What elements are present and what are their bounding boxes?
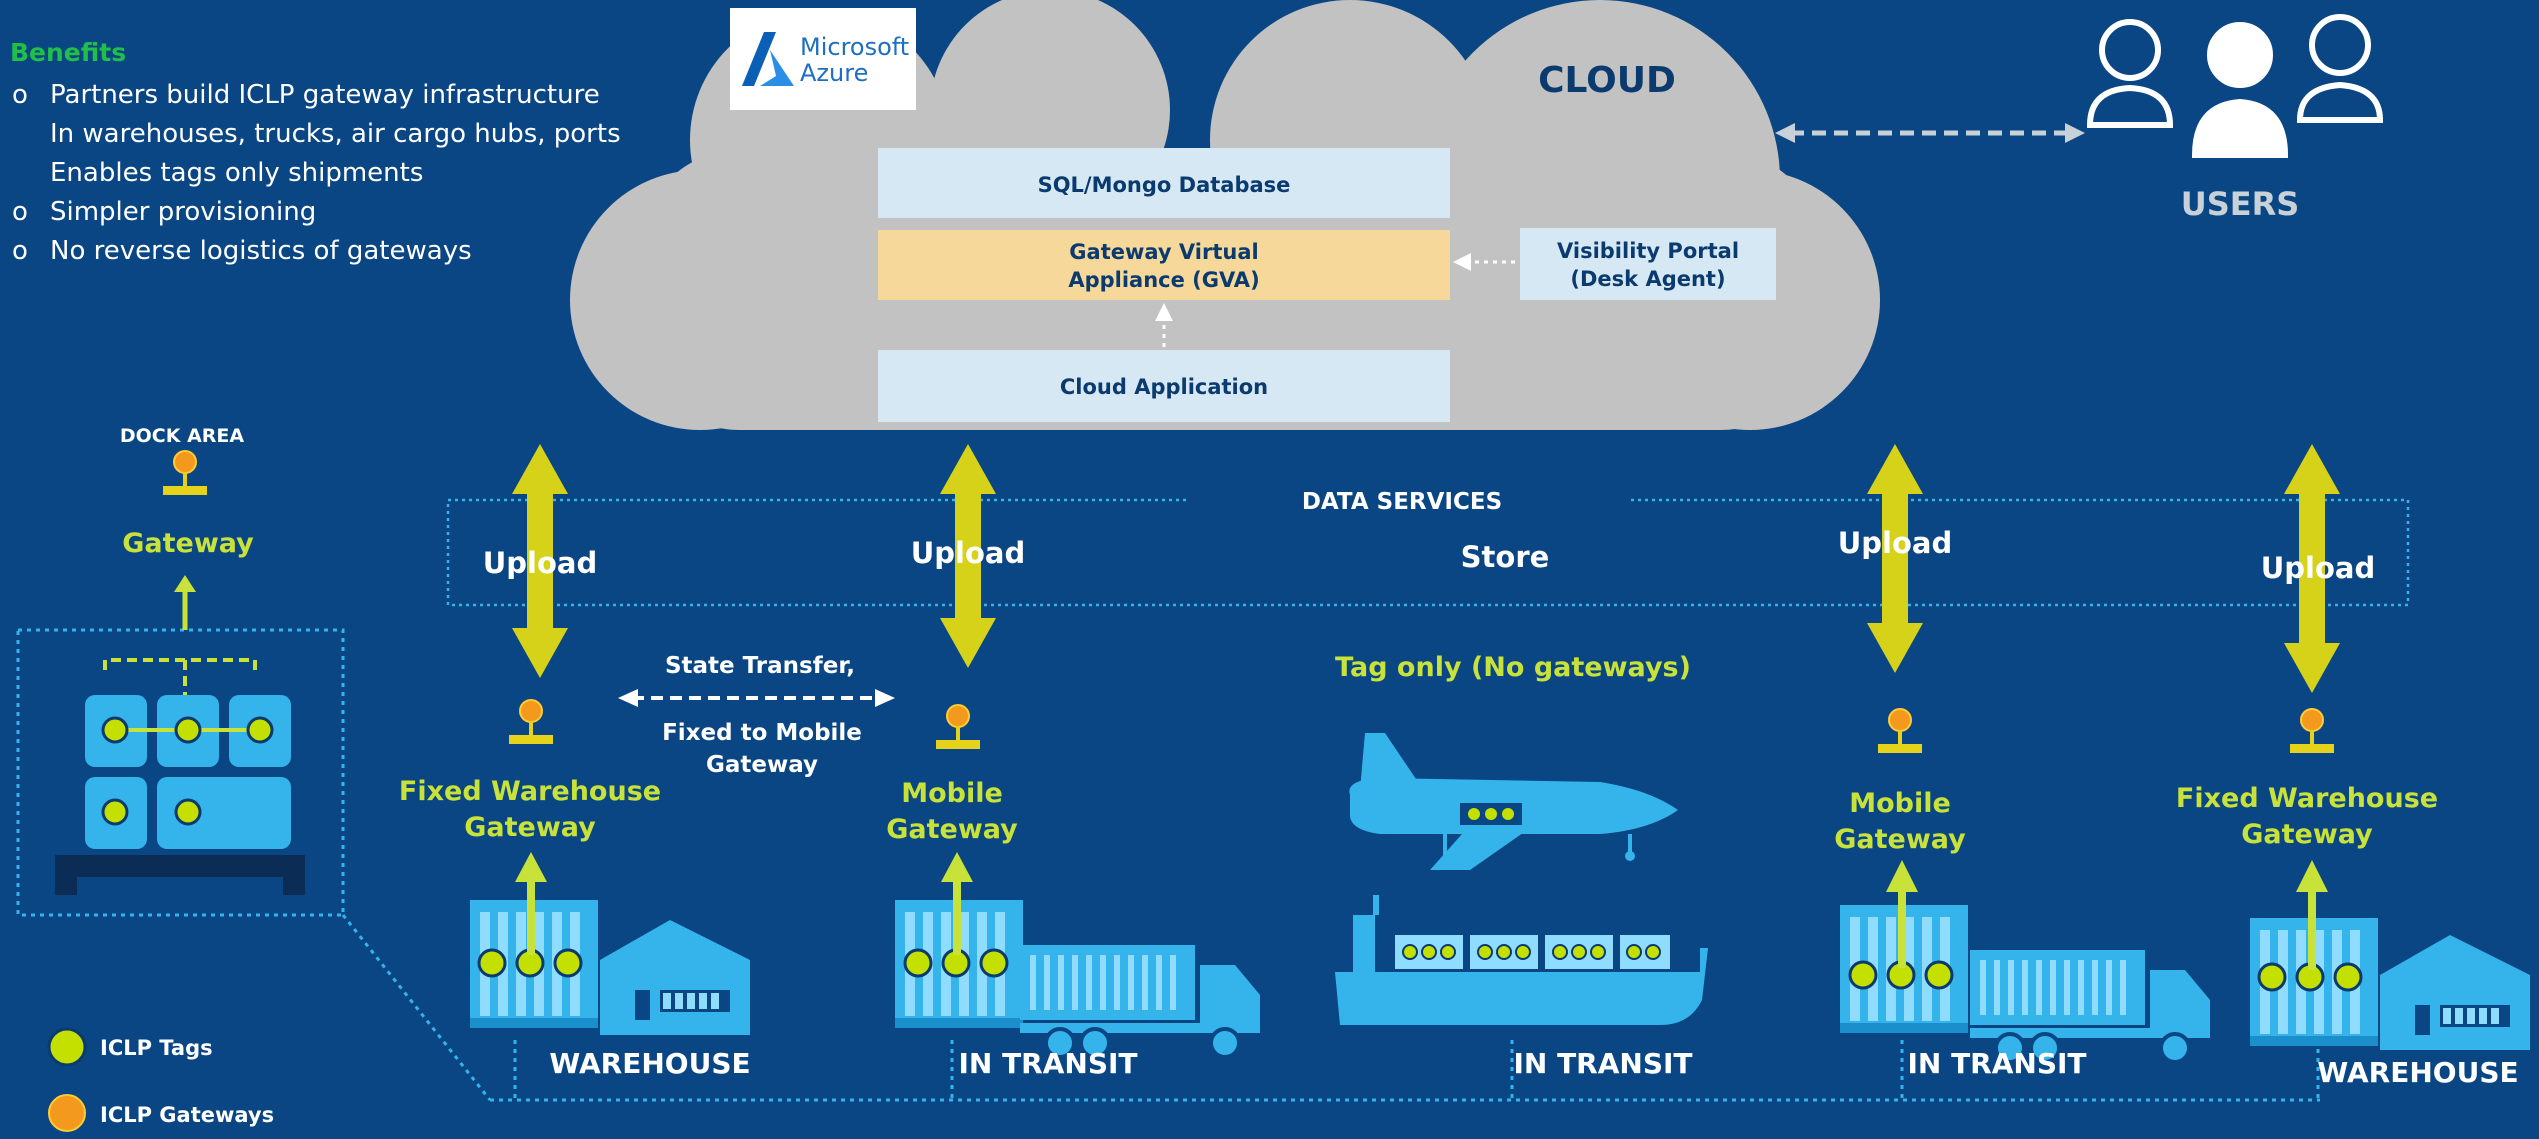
users-label: USERS	[2181, 185, 2300, 223]
data-services-label: DATA SERVICES	[1302, 489, 1502, 515]
warehouse-building-icon-2	[2380, 935, 2530, 1050]
truck-icon-1	[1018, 943, 1262, 1059]
tag-only-label: Tag only (No gateways)	[1335, 652, 1691, 683]
fixed-warehouse-gateway-icon-2	[2289, 708, 2335, 754]
ship-icon	[1335, 895, 1708, 1025]
upload-label-1: Upload	[483, 546, 598, 580]
location-dividers	[513, 1040, 2320, 1100]
upload-label-4: Upload	[2261, 551, 2376, 585]
azure-line2: Azure	[800, 59, 869, 87]
dock-gateway-label: Gateway	[122, 528, 254, 559]
benefit-item: In warehouses, trucks, air cargo hubs, p…	[50, 119, 621, 149]
tag-up-arrow-2	[941, 852, 973, 955]
data-services-frame	[446, 498, 2410, 607]
cloud-label: CLOUD	[1538, 60, 1676, 101]
azure-logo: Microsoft Azure	[730, 8, 916, 110]
database-label: SQL/Mongo Database	[1038, 173, 1291, 197]
gva-box	[878, 230, 1450, 300]
legend-gateway-icon	[48, 1094, 86, 1132]
mobile-gateway-label-1b: Gateway	[886, 814, 1018, 845]
portal-label-line2: (Desk Agent)	[1570, 267, 1725, 291]
database-box	[878, 148, 1450, 218]
legend-gateways-label: ICLP Gateways	[100, 1103, 274, 1127]
upload-arrow-2	[940, 444, 996, 668]
benefit-item: Enables tags only shipments	[50, 158, 424, 188]
benefit-item: Partners build ICLP gateway infrastructu…	[10, 76, 621, 115]
benefits-title: Benefits	[10, 38, 127, 67]
warehouse-building-icon-1	[600, 920, 750, 1035]
mobile-gateway-icon-2	[1877, 708, 1923, 754]
upload-label-3: Upload	[1838, 526, 1953, 560]
location-label-1: WAREHOUSE	[549, 1047, 750, 1080]
airplane-icon	[1349, 733, 1678, 870]
dock-pallet	[55, 575, 305, 895]
users-icon	[2086, 14, 2384, 158]
state-transfer-arrow	[618, 689, 895, 707]
fixed-warehouse-gateway-icon-1	[508, 699, 554, 745]
location-label-4: IN TRANSIT	[1907, 1047, 2086, 1080]
mobile-gateway-label-2a: Mobile	[1849, 788, 1951, 819]
dock-connector	[341, 914, 492, 1101]
benefits-list: Partners build ICLP gateway infrastructu…	[10, 76, 621, 271]
benefit-item: No reverse logistics of gateways	[10, 232, 621, 271]
store-label: Store	[1461, 540, 1550, 574]
tag-up-arrow-1	[515, 852, 547, 955]
upload-arrow-3	[1867, 444, 1923, 673]
upload-arrow-1	[512, 444, 568, 678]
azure-line1: Microsoft	[800, 33, 910, 61]
legend-tag-icon	[47, 1027, 87, 1067]
legend-tags-label: ICLP Tags	[100, 1036, 213, 1060]
dock-frame	[16, 628, 345, 917]
fixed-gateway-label-2a: Fixed Warehouse	[2176, 783, 2438, 814]
dock-area-label: DOCK AREA	[120, 425, 245, 447]
gva-label-line1: Gateway Virtual	[1069, 240, 1258, 264]
dock-gateway-icon	[162, 450, 208, 496]
cloud-users-arrow	[1775, 123, 2085, 143]
fixed-gateway-label-2b: Gateway	[2241, 819, 2373, 850]
truck-icon-2	[1968, 948, 2212, 1064]
fixed-gateway-label-1a: Fixed Warehouse	[399, 776, 661, 807]
cloud-application-label: Cloud Application	[1060, 375, 1268, 399]
mobile-gateway-label-1a: Mobile	[901, 778, 1003, 809]
tag-up-arrow-4	[2296, 860, 2328, 970]
gva-label-line2: Appliance (GVA)	[1068, 268, 1259, 292]
location-label-3: IN TRANSIT	[1513, 1047, 1692, 1080]
upload-arrow-4	[2284, 444, 2340, 693]
location-label-2: IN TRANSIT	[958, 1047, 1137, 1080]
state-transfer-line1: State Transfer,	[665, 653, 855, 679]
azure-icon	[742, 32, 794, 86]
cloud-application-box	[878, 350, 1450, 422]
upload-label-2: Upload	[911, 536, 1026, 570]
state-transfer-line3: Gateway	[706, 752, 818, 778]
benefit-item: Simpler provisioning	[10, 193, 621, 232]
azure-text: Microsoft Azure	[800, 34, 909, 86]
mobile-gateway-icon-1	[935, 704, 981, 750]
portal-label-line1: Visibility Portal	[1557, 239, 1739, 263]
visibility-portal-box	[1520, 228, 1776, 300]
fixed-gateway-label-1b: Gateway	[464, 812, 596, 843]
state-transfer-line2: Fixed to Mobile	[662, 720, 862, 746]
mobile-gateway-label-2b: Gateway	[1834, 824, 1966, 855]
location-label-5: WAREHOUSE	[2317, 1056, 2518, 1089]
tag-up-arrow-3	[1886, 860, 1918, 968]
